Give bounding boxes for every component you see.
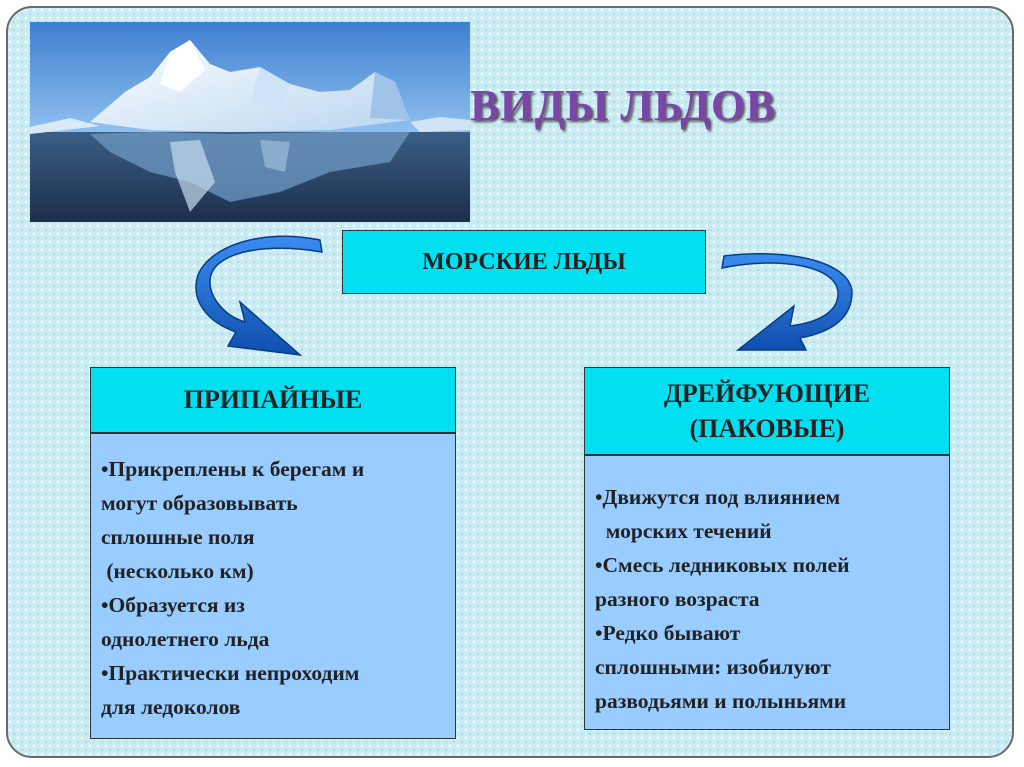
description-line: •Редко бывают xyxy=(595,621,741,645)
description-line: морских течений xyxy=(595,519,772,543)
fast-ice-description: •Прикреплены к берегам и могут образовыв… xyxy=(90,433,456,739)
description-line: сплошные поля xyxy=(101,525,255,549)
description-line: могут образовывать xyxy=(101,491,298,515)
description-line: •Образуется из xyxy=(101,593,245,617)
description-line: для ледоколов xyxy=(101,695,241,719)
drifting-ice-heading-line: ДРЕЙФУЮЩИЕ xyxy=(663,378,871,408)
fast-ice-heading: ПРИПАЙНЫЕ xyxy=(90,367,456,433)
description-line: •Прикреплены к берегам и xyxy=(101,457,365,481)
curved-arrow-right xyxy=(721,253,853,351)
description-line: •Смесь ледниковых полей xyxy=(595,553,850,577)
curved-arrow-left xyxy=(195,235,323,357)
drifting-ice-heading: ДРЕЙФУЮЩИЕ (ПАКОВЫЕ) xyxy=(584,367,950,455)
fast-ice-heading-line: ПРИПАЙНЫЕ xyxy=(183,385,363,415)
description-line: сплошными: изобилуют xyxy=(595,655,831,679)
sea-ice-box: МОРСКИЕ ЛЬДЫ xyxy=(342,230,706,294)
iceberg-photo xyxy=(30,22,470,222)
drifting-ice-heading-line: (ПАКОВЫЕ) xyxy=(689,414,845,443)
description-line: •Движутся под влиянием xyxy=(595,485,841,509)
description-line: однолетнего льда xyxy=(101,627,270,651)
drifting-ice-description: •Движутся под влиянием морских течений •… xyxy=(584,455,950,730)
description-line: (несколько км) xyxy=(101,559,254,583)
slide-title: ВИДЫ ЛЬДОВ xyxy=(470,81,776,130)
description-line: разводьями и полыньями xyxy=(595,689,847,713)
description-line: разного возраста xyxy=(595,587,760,611)
description-line: •Практически непроходим xyxy=(101,661,360,685)
